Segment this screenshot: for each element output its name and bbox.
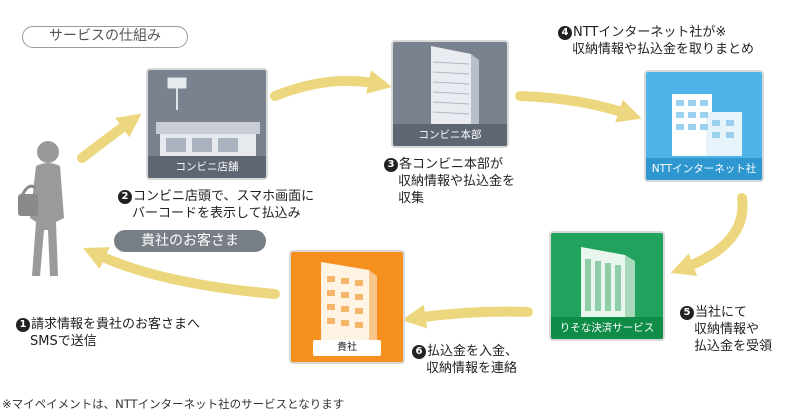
ntt-caption: NTTインターネット社	[646, 158, 762, 180]
title-tag: サービスの仕組み	[22, 26, 188, 48]
risona-building-icon	[581, 247, 635, 317]
arrow-store-to-hq	[270, 70, 393, 101]
customer-label: 貴社のお客さま	[114, 230, 266, 252]
arrow-hq-to-ntt	[515, 91, 642, 123]
hq-building-icon	[431, 46, 479, 126]
arrow-customer-to-store	[77, 113, 142, 163]
ntt-building-icon	[672, 94, 742, 156]
arrow-client-to-customer	[82, 247, 280, 299]
store-building-icon	[156, 77, 260, 156]
convenience-store-caption: コンビニ店舗	[148, 156, 266, 178]
risona-caption: りそな決済サービス	[551, 317, 663, 339]
risona-node: りそな決済サービス	[549, 231, 665, 341]
customer-person-icon	[18, 141, 64, 276]
arrow-risona-to-client	[401, 304, 533, 329]
client-caption: 貴社	[313, 340, 381, 356]
client-building-icon	[321, 262, 377, 340]
convenience-hq-node: コンビニ本部	[391, 40, 509, 148]
convenience-store-node: コンビニ店舗	[146, 68, 268, 180]
ntt-node: NTTインターネット社	[644, 70, 764, 182]
arrow-ntt-to-risona	[670, 193, 748, 276]
footnote: ※マイペイメントは、NTTインターネット社のサービスとなります	[2, 397, 345, 411]
convenience-hq-caption: コンビニ本部	[393, 124, 507, 146]
client-node: 貴社	[289, 250, 405, 364]
